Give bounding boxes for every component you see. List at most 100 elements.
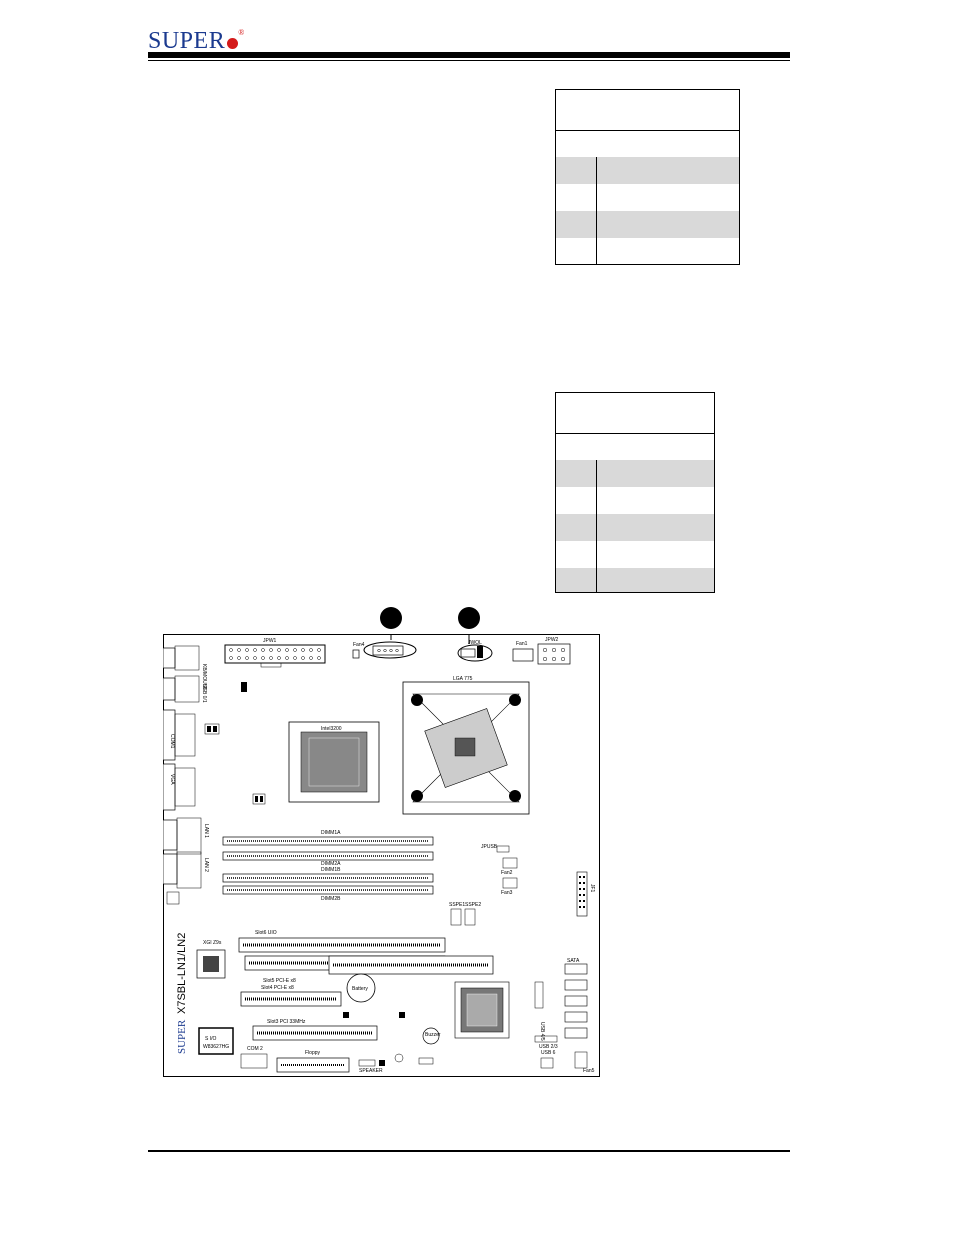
fan3-label: Fan3	[501, 890, 513, 896]
jf1-label: JF1	[589, 884, 595, 893]
pin-table-2-subheader	[556, 434, 714, 460]
northbridge-heatsink	[288, 721, 380, 803]
lan2-port	[162, 853, 178, 885]
vga-port	[162, 763, 176, 811]
header-rule-thin	[148, 60, 790, 61]
kbmouse-label: KB/MOUSE	[201, 664, 207, 691]
jf1-header	[576, 871, 588, 917]
table-row	[556, 157, 739, 184]
table-row	[556, 238, 739, 264]
board-model: X7SBL-LN1/LN2	[176, 933, 188, 1014]
buzzer	[422, 1027, 440, 1045]
fan2-label: Fan2	[501, 870, 513, 876]
lan1-port	[162, 819, 178, 851]
dimm1a-label: DIMM1A	[321, 830, 341, 836]
sio-chip	[198, 1027, 234, 1055]
com2-label: COM 2	[247, 1046, 263, 1052]
usb45-label: USB 4/5	[539, 1022, 545, 1041]
table-row	[556, 568, 714, 592]
mounting-hole	[411, 694, 423, 706]
northbridge-chip	[300, 731, 368, 793]
usb23-label: USB 2/3	[539, 1044, 558, 1050]
usb45-header	[534, 981, 544, 1009]
jl1-jumper	[379, 1060, 385, 1066]
usb23-header	[534, 1035, 558, 1043]
callout-marker-a	[380, 607, 402, 629]
fan4-circle	[363, 641, 417, 659]
jpw2-label: JPW2	[545, 637, 559, 643]
sspe2-header	[464, 908, 476, 926]
table-row	[556, 211, 739, 238]
table-row	[556, 184, 739, 211]
supermicro-logo: SUPER®	[148, 28, 245, 54]
usb6-label: USB 6	[541, 1050, 556, 1056]
pin-table-1-header	[556, 90, 739, 131]
jwor-connector	[372, 645, 404, 656]
jpusb-jumper	[241, 682, 247, 692]
slot5-label: Slot5 PCI-E x8	[263, 978, 296, 984]
usb01-label: USB 0/1	[201, 684, 207, 703]
fan3-connector	[502, 877, 518, 889]
slot4-label: Slot4 PCI-E x8	[261, 985, 294, 991]
com1-label: COM1	[169, 734, 175, 749]
sio-label: S I/O	[205, 1036, 217, 1042]
vga-label: VGA	[169, 774, 175, 785]
jpw2-connector	[537, 643, 571, 665]
lga-label: LGA 775	[453, 676, 473, 682]
motherboard-layout: JPW1 Fan4 JWOL Fan1 JPW2 KB/MOUSE USB 0/…	[162, 634, 600, 1077]
battery	[346, 973, 376, 1003]
pin-table-2	[555, 392, 715, 593]
sata-port	[564, 979, 588, 991]
mounting-hole	[509, 790, 521, 802]
xgi-label: XGI Z9s	[203, 940, 222, 946]
jpusb-label: JPUSB	[481, 844, 498, 850]
table-row	[556, 541, 714, 568]
floppy-label: Floppy	[305, 1050, 321, 1056]
fan4-label: Fan4	[353, 642, 365, 648]
sata-port	[564, 1011, 588, 1023]
intel-label: Intel3200	[321, 726, 342, 732]
jpf-jumper	[399, 1012, 405, 1018]
jbt1-jumper	[394, 1053, 404, 1063]
sio-label-2: W83627HG	[203, 1044, 229, 1050]
dimm2a-label: DIMM2A	[321, 861, 341, 867]
speaker-header	[358, 1059, 376, 1067]
usb01-port	[162, 677, 176, 701]
sata-port	[564, 963, 588, 975]
jwd-jumper	[418, 1057, 434, 1065]
mounting-hole	[411, 790, 423, 802]
sata-port	[564, 995, 588, 1007]
dimm1b-label: DIMM1B	[321, 867, 341, 873]
jpac-jumper	[166, 891, 180, 905]
lan2-label: LAN 2	[203, 858, 209, 872]
logo-dot-icon	[227, 37, 239, 49]
com2-header	[240, 1053, 268, 1069]
jpw1-label: JPW1	[263, 638, 277, 644]
buzzer-label: Buzzer	[425, 1032, 441, 1038]
jpusb-connector	[496, 845, 510, 853]
jwol-label: JWOL	[468, 640, 482, 646]
usb6-port	[540, 1057, 554, 1069]
sata-label: SATA	[567, 958, 580, 964]
jwol-connector	[460, 648, 476, 658]
mounting-hole	[509, 694, 521, 706]
jpl-jumpers	[204, 723, 220, 735]
slot3-label: Slot3 PCI 33MHz	[267, 1019, 306, 1025]
fan1-connector	[512, 648, 534, 662]
kbmouse-port	[162, 647, 176, 669]
jpg-jumpers	[252, 793, 266, 805]
board-brand: SUPER	[176, 1019, 188, 1054]
pin-table-2-header	[556, 393, 714, 434]
jwol-circle	[457, 644, 493, 662]
jpw1-connector	[224, 644, 326, 664]
callout-marker-b	[458, 607, 480, 629]
battery-label: Battery	[352, 986, 368, 992]
fan1-label: Fan1	[516, 641, 528, 647]
footer-rule	[148, 1150, 790, 1152]
fan2-connector	[502, 857, 518, 869]
table-row	[556, 514, 714, 541]
fan5-label: Fan5	[583, 1068, 595, 1074]
jpac-jumper	[343, 1012, 349, 1018]
fan4-connector	[352, 649, 360, 659]
fan5-connector	[574, 1051, 588, 1069]
